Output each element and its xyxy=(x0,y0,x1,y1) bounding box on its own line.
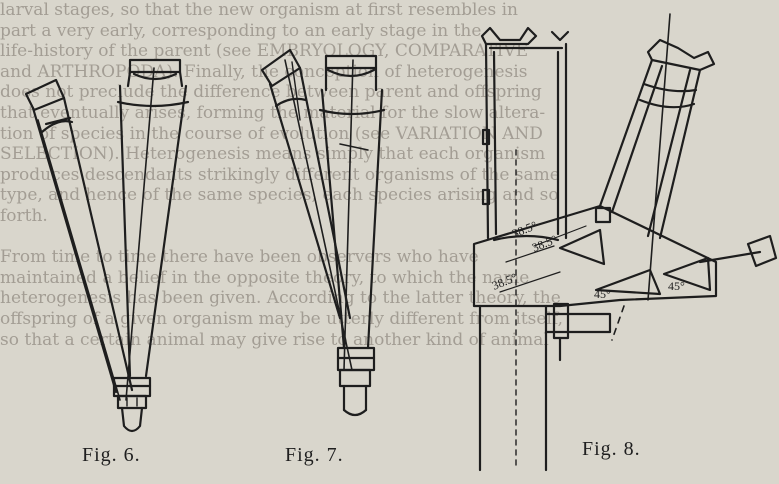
fig7-caption: Fig. 7. xyxy=(285,444,344,466)
fig7-right-tube xyxy=(318,54,386,371)
text-line: SELECTION). Heterogenesis means simply t… xyxy=(0,144,546,165)
text-line: larval stages, so that the new organism … xyxy=(0,0,518,20)
text-line: offspring of a given organism may be utt… xyxy=(0,308,563,329)
text-line: produces descendants strikingly differen… xyxy=(0,164,560,185)
fig6-left-tube xyxy=(24,78,134,401)
fig8-prism-housing xyxy=(472,204,778,308)
text-line: From time to time there have been observ… xyxy=(0,247,479,268)
fig8-lower-tube xyxy=(478,149,625,472)
text-line: maintained a belief in the opposite theo… xyxy=(0,267,530,288)
fig8-angle-label: 38.5° xyxy=(490,270,519,293)
fig6-right-tube xyxy=(116,58,190,401)
text-line: part a very early, corresponding to an e… xyxy=(0,20,482,41)
fig6-eyepiece xyxy=(112,376,152,433)
text-line: does not preclude the difference between… xyxy=(0,82,542,103)
text-line: type, and hence of the same species, eac… xyxy=(0,185,559,206)
fig8-prism-rays xyxy=(499,225,587,293)
fig8-angle-label: 45° xyxy=(668,279,685,293)
text-line: that eventually arises, forming the mate… xyxy=(0,102,546,123)
text-line: heterogenesis has been given. According … xyxy=(0,288,561,309)
fig8-right-tube xyxy=(598,13,716,301)
fig8-left-tube xyxy=(480,26,570,242)
text-line: tion of species in the course of evoluti… xyxy=(0,123,543,144)
fig7-left-tube xyxy=(260,48,353,371)
text-line: forth. xyxy=(0,205,48,226)
text-line: life-history of the parent (see EMBRYOLO… xyxy=(0,41,529,62)
fig8-angle-label: 45° xyxy=(594,287,611,301)
text-line: so that a certain animal may give rise t… xyxy=(0,329,549,350)
fig7-eyepiece xyxy=(336,346,376,417)
fig8-caption: Fig. 8. xyxy=(582,438,641,460)
fig6-caption: Fig. 6. xyxy=(82,444,141,466)
